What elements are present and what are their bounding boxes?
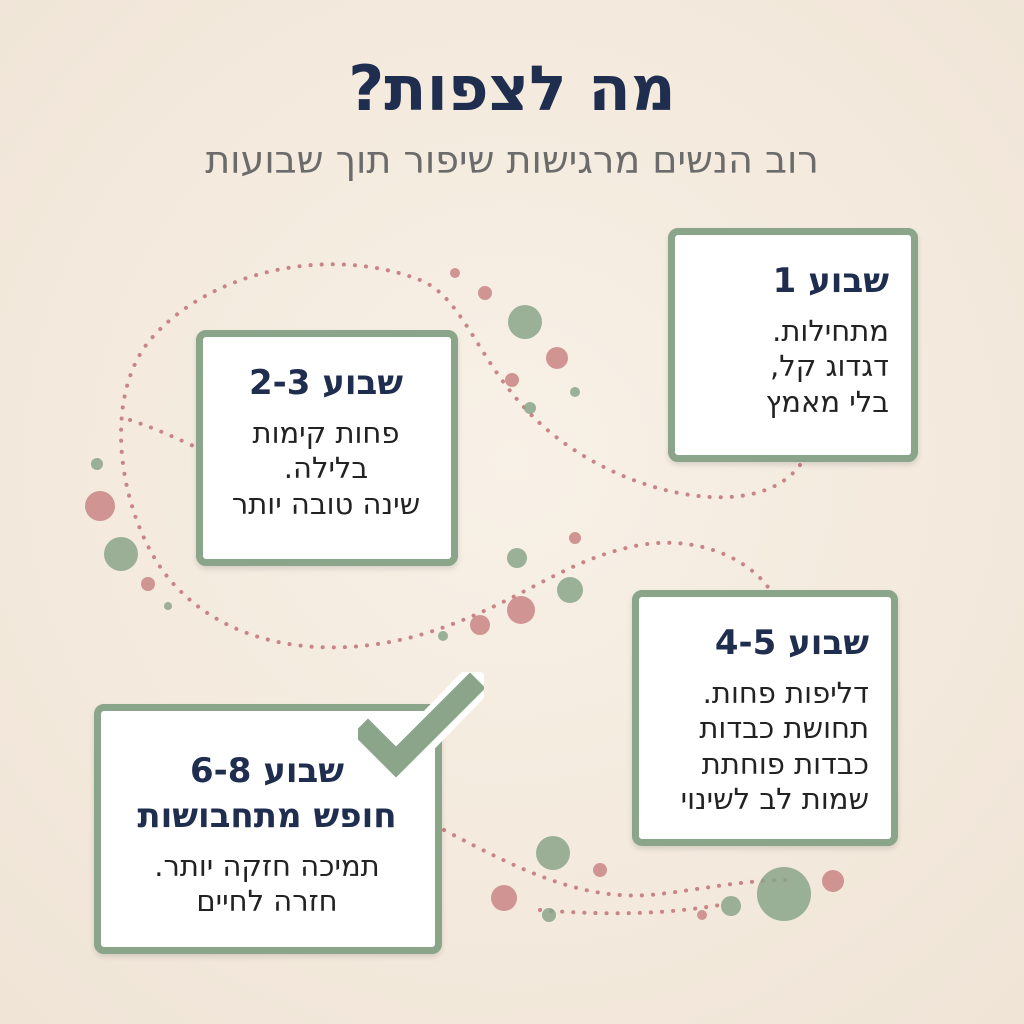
card-text-line: שינה טובה יותר (231, 486, 421, 521)
card-text-line: תחושת כבדות (699, 711, 869, 746)
dotted-path-bottom (538, 903, 722, 916)
card-title: שבוע 4-5 (714, 623, 869, 663)
checkmark-icon (358, 672, 484, 781)
card-text-line: חזרה לחיים (196, 883, 338, 918)
card-text-line: בלילה. (283, 451, 369, 486)
card-title: שבוע 2-3 (248, 363, 404, 403)
dotted-path-lower (442, 828, 792, 898)
timeline-card-week-4-5: שבוע 4-5 דליפות פחות. תחושת כבדות כבדות … (632, 590, 898, 846)
timeline-card-week-2-3: שבוע 2-3 פחות קימות בלילה. שינה טובה יות… (196, 330, 458, 566)
card-text-line: תמיכה חזקה יותר. (154, 848, 380, 883)
card-text-line: דליפות פחות. (702, 675, 869, 710)
card-text-line: בלי מאמץ (765, 384, 889, 419)
card-title: שבוע 1 (772, 261, 889, 301)
timeline-card-week-1: שבוע 1 מתחילות. דגדוג קל, בלי מאמץ (668, 228, 918, 462)
card-text-line: פחות קימות (252, 415, 400, 450)
card-text-line: כבדות פוחתת (701, 746, 869, 781)
page-title: מה לצפות? (348, 52, 676, 125)
card-text-line: מתחילות. (772, 313, 889, 348)
card-text-line: דגדוג קל, (770, 349, 889, 384)
card-subtitle: חופש מתחבושות (137, 795, 397, 836)
card-text-line: שמות לב לשינוי (680, 781, 869, 816)
page-subtitle: רוב הנשים מרגישות שיפור תוך שבועות (205, 138, 819, 182)
dotted-path-branch (128, 418, 200, 450)
card-title: שבוע 6-8 (189, 751, 345, 791)
decorative-bubbles (85, 268, 844, 922)
